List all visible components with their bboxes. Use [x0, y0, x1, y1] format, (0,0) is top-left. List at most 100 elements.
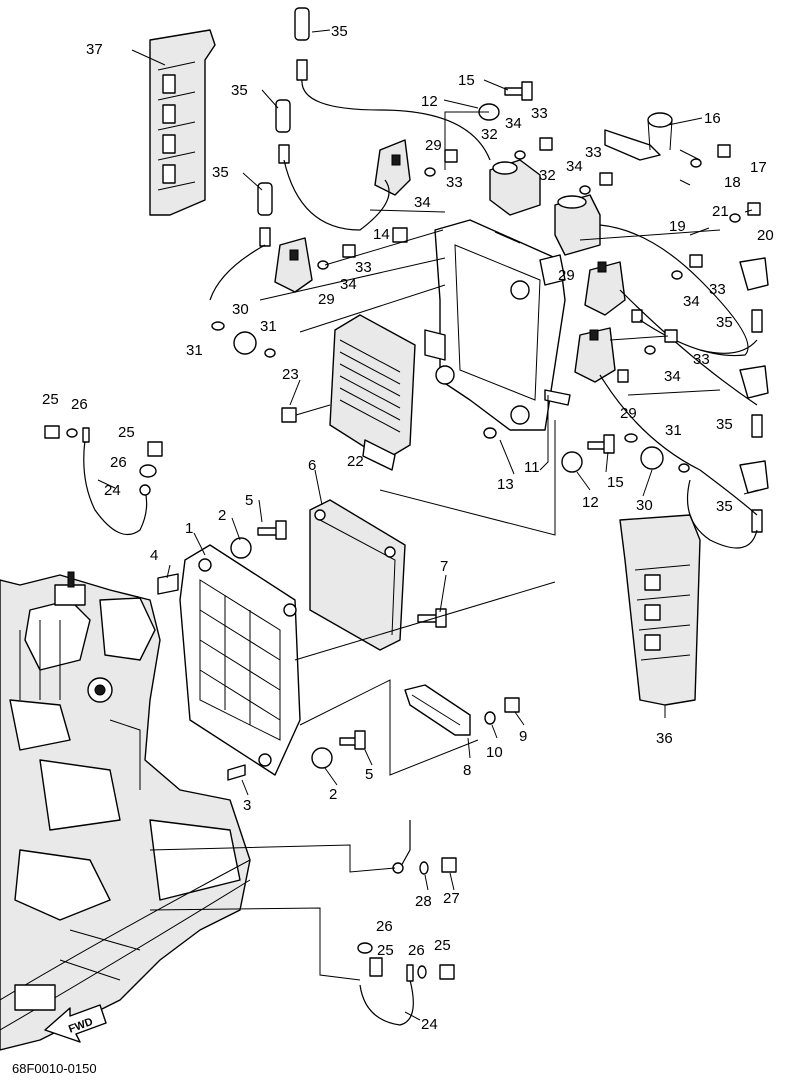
bolt-33-a — [539, 137, 553, 151]
callout-37: 37 — [86, 41, 103, 58]
part-35-cap-c — [257, 182, 273, 247]
callout-28: 28 — [415, 893, 432, 910]
bolt-3 — [227, 764, 246, 781]
callout-22: 22 — [347, 453, 364, 470]
callout-34-a: 34 — [505, 115, 522, 132]
callout-12-b: 12 — [582, 494, 599, 511]
callout-33-d: 33 — [355, 259, 372, 276]
callout-17: 17 — [750, 159, 767, 176]
part-35-cap-a — [294, 7, 310, 81]
callout-35-a: 35 — [331, 23, 348, 40]
callout-31-c: 31 — [665, 422, 682, 439]
bolt-23 — [281, 404, 331, 423]
part-29-coil-c — [584, 261, 643, 323]
callout-29-d: 29 — [620, 405, 637, 422]
leader-lines — [97, 29, 759, 1021]
callout-26-b: 26 — [110, 454, 127, 471]
callout-29-a: 29 — [425, 137, 442, 154]
callout-33-f: 33 — [693, 351, 710, 368]
bolt-5-top — [257, 520, 287, 540]
bolt-15-top — [504, 81, 533, 101]
part-11-bracket — [424, 219, 571, 431]
callout-24-a: 24 — [104, 482, 121, 499]
callout-2-b: 2 — [329, 786, 337, 803]
bolt-7 — [417, 608, 447, 628]
bolt-20 — [747, 202, 761, 216]
part-36-cover — [619, 514, 701, 706]
bolt-17 — [717, 144, 731, 158]
part-32-coil-b — [554, 194, 601, 256]
bolt-33-b — [444, 149, 458, 163]
bolt-25-c — [369, 957, 383, 977]
callout-15-b: 15 — [607, 474, 624, 491]
callout-34-b: 34 — [414, 194, 431, 211]
callout-23: 23 — [282, 366, 299, 383]
part-29-coil-d — [574, 327, 629, 383]
callout-7: 7 — [440, 558, 448, 575]
callout-11: 11 — [524, 459, 540, 476]
callout-34-d: 34 — [340, 276, 357, 293]
bolt-25-d — [439, 964, 455, 980]
document-id: 68F0010-0150 — [12, 1061, 97, 1076]
bolt-15-mid — [587, 434, 615, 454]
part-22-rectifier — [329, 314, 416, 471]
grommets — [211, 103, 690, 769]
callout-16: 16 — [704, 110, 721, 127]
callout-21: 21 — [712, 203, 729, 220]
callout-36: 36 — [656, 730, 673, 747]
callout-25-b: 25 — [118, 424, 135, 441]
bolt-25-a — [44, 425, 60, 439]
callout-26-c: 26 — [376, 918, 393, 935]
callout-5-a: 5 — [245, 492, 253, 509]
callout-33-a: 33 — [531, 105, 548, 122]
callout-3: 3 — [243, 797, 251, 814]
callout-13: 13 — [497, 476, 514, 493]
callout-1: 1 — [185, 520, 193, 537]
bolt-33-d — [342, 244, 356, 258]
callout-32-a: 32 — [481, 126, 498, 143]
callout-33-b: 33 — [446, 174, 463, 191]
callout-26-d: 26 — [408, 942, 425, 959]
washers — [66, 150, 741, 979]
part-16-clamp — [604, 112, 673, 161]
callout-27: 27 — [443, 890, 460, 907]
callout-15-a: 15 — [458, 72, 475, 89]
callout-19: 19 — [669, 218, 686, 235]
part-37-cover — [149, 29, 216, 216]
callout-31-a: 31 — [260, 318, 277, 335]
part-29-coil-b — [274, 237, 313, 293]
callout-35-f: 35 — [716, 498, 733, 515]
bolt-27 — [441, 857, 457, 873]
callout-20: 20 — [757, 227, 774, 244]
callout-35-b: 35 — [231, 82, 248, 99]
part-6-cdi-unit — [309, 499, 406, 651]
callout-9: 9 — [519, 728, 527, 745]
part-35-cap-f — [739, 460, 769, 533]
fasteners — [44, 81, 761, 980]
callout-33-c: 33 — [585, 144, 602, 161]
part-35-cap-d — [739, 257, 769, 333]
callout-25-a: 25 — [42, 391, 59, 408]
callout-32-b: 32 — [539, 167, 556, 184]
engine-block — [0, 571, 251, 1051]
ground-lead-28 — [392, 820, 411, 874]
callout-29-c: 29 — [558, 267, 575, 284]
callout-18: 18 — [724, 174, 741, 191]
callout-25-c: 25 — [377, 942, 394, 959]
assembly-lines — [149, 111, 721, 981]
part-24-ground-wire-bottom — [359, 964, 414, 1026]
callout-31-b: 31 — [186, 342, 203, 359]
callout-8: 8 — [463, 762, 471, 779]
part-35-cap-b — [275, 99, 291, 164]
bolt-33-e — [689, 254, 703, 268]
callout-30-b: 30 — [636, 497, 653, 514]
callout-35-d: 35 — [716, 314, 733, 331]
callout-35-c: 35 — [212, 164, 229, 181]
callout-14: 14 — [373, 226, 390, 243]
callout-34-f: 34 — [664, 368, 681, 385]
bolt-5-bottom — [339, 730, 366, 750]
callout-4: 4 — [150, 547, 158, 564]
bolt-33-c — [599, 172, 613, 186]
part-8-bracket — [404, 684, 471, 736]
part-32-coil-a — [489, 159, 541, 216]
